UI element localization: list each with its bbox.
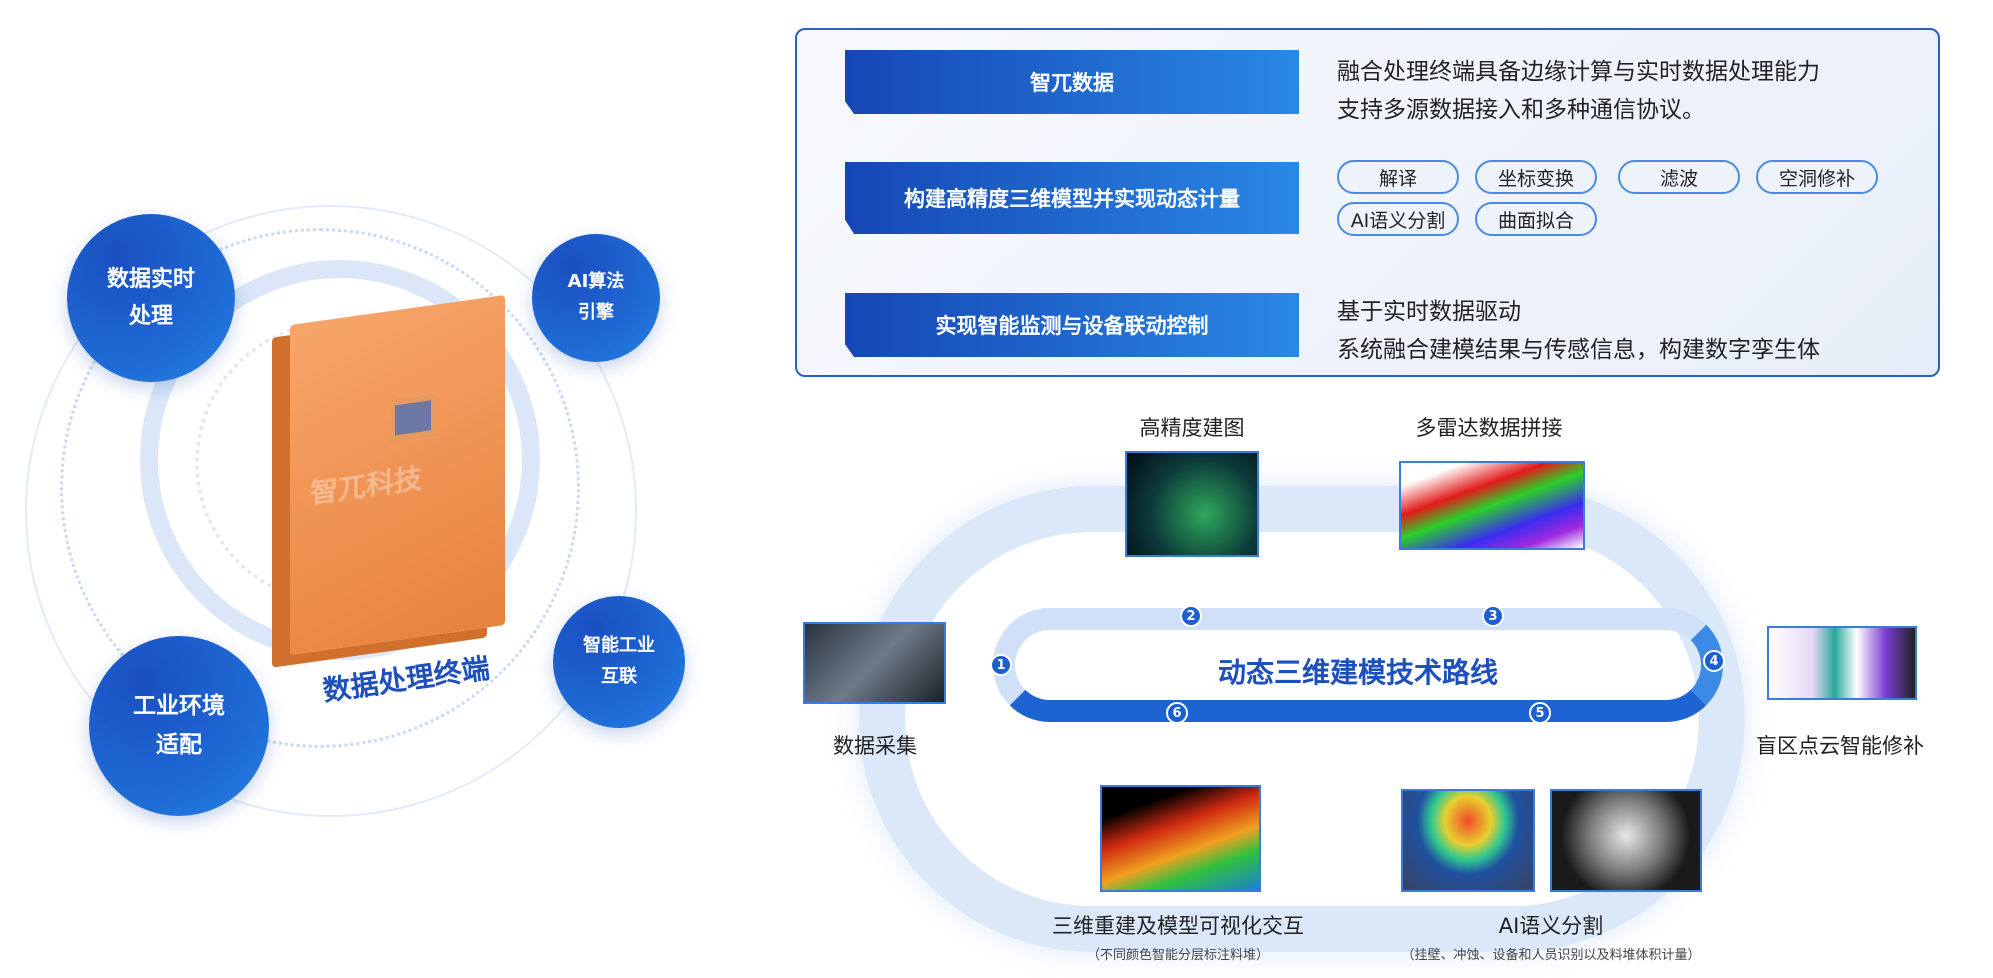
bubble-text: 互联 xyxy=(601,666,637,687)
bubble-realtime: 数据实时处理 xyxy=(67,214,235,382)
stage-label: 多雷达数据拼接 xyxy=(1415,416,1563,440)
stage-label: AI语义分割 xyxy=(1498,914,1604,938)
bubble-text: 智能工业 xyxy=(583,635,655,657)
stage-label: 高精度建图 xyxy=(1139,416,1245,440)
watermark: 智兀科技 xyxy=(310,461,423,511)
image-ai-segmentation-2 xyxy=(1550,789,1702,892)
stage-sublabel: （不同颜色智能分层标注料堆） xyxy=(1086,948,1270,963)
image-lidar-stitching xyxy=(1399,461,1585,550)
row-text: 系统融合建模结果与传感信息，构建数字孪生体 xyxy=(1337,337,1820,363)
image-ai-segmentation-1 xyxy=(1401,789,1535,892)
dotted-ring xyxy=(60,228,580,748)
tag: AI语义分割 xyxy=(1337,202,1459,236)
stage-sublabel: （挂壁、冲蚀、设备和人员识别以及料堆体积计量） xyxy=(1401,948,1701,963)
stage-label: 三维重建及模型可视化交互 xyxy=(1052,914,1304,938)
outer-ring xyxy=(25,205,637,817)
tag: 解译 xyxy=(1337,160,1459,194)
image-3d-reconstruction xyxy=(1100,785,1261,892)
bubble-ai: AI算法引擎 xyxy=(532,234,660,362)
stage-label: 盲区点云智能修补 xyxy=(1756,734,1924,758)
row-title-model: 构建高精度三维模型并实现动态计量 xyxy=(845,162,1299,234)
row-text: 支持多源数据接入和多种通信协议。 xyxy=(1337,97,1705,123)
step-5: 5 xyxy=(1529,702,1551,724)
info-panel: 智兀数据 融合处理终端具备边缘计算与实时数据处理能力 支持多源数据接入和多种通信… xyxy=(795,28,1940,377)
flow-title: 动态三维建模技术路线 xyxy=(1217,656,1499,689)
tag: 空洞修补 xyxy=(1756,160,1878,194)
bubble-environment: 工业环境适配 xyxy=(89,636,269,816)
step-1: 1 xyxy=(990,654,1012,676)
bubble-text: AI算法 xyxy=(567,271,625,293)
bubble-text: 处理 xyxy=(128,304,173,329)
step-2: 2 xyxy=(1180,605,1202,627)
step-3: 3 xyxy=(1482,605,1504,627)
stage-label: 数据采集 xyxy=(833,734,917,758)
tag: 曲面拟合 xyxy=(1475,202,1597,236)
bubble-text: 适配 xyxy=(156,732,202,758)
step-4: 4 xyxy=(1703,650,1725,672)
bubble-industrial: 智能工业互联 xyxy=(553,596,685,728)
row-title-data: 智兀数据 xyxy=(845,50,1299,114)
step-6: 6 xyxy=(1166,702,1188,724)
row-title-monitor: 实现智能监测与设备联动控制 xyxy=(845,293,1299,357)
bubble-text: 引擎 xyxy=(577,302,614,323)
tag: 滤波 xyxy=(1618,160,1740,194)
tag: 坐标变换 xyxy=(1475,160,1597,194)
image-data-collection xyxy=(803,622,946,704)
bubble-text: 工业环境 xyxy=(133,692,225,719)
bubble-text: 数据实时 xyxy=(106,266,195,292)
row-text: 基于实时数据驱动 xyxy=(1337,299,1521,325)
device-image: 智兀科技 xyxy=(290,294,505,656)
image-mapping xyxy=(1125,451,1259,557)
image-blind-repair xyxy=(1767,626,1917,700)
device-screen xyxy=(390,394,436,442)
row-text: 融合处理终端具备边缘计算与实时数据处理能力 xyxy=(1337,59,1820,85)
